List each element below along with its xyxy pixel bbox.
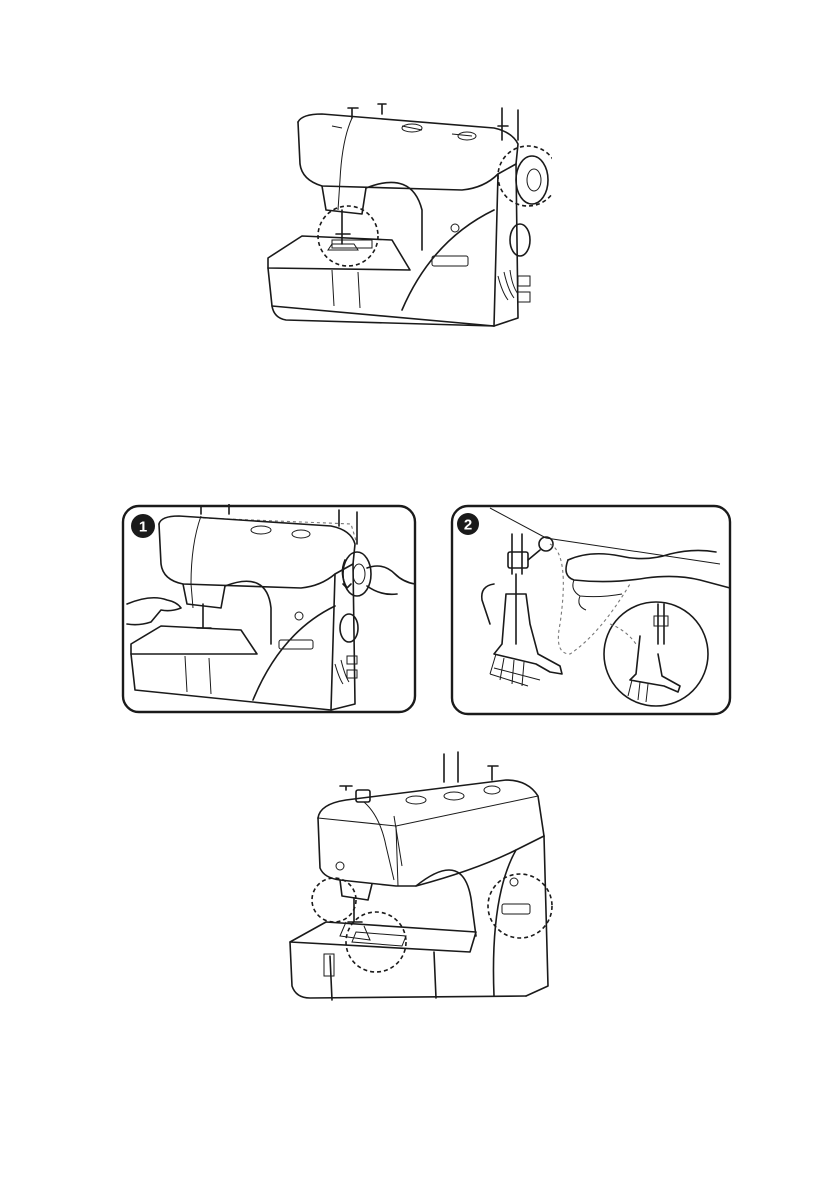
sewing-machine-front-icon bbox=[276, 746, 562, 1022]
step-1-number: 1 bbox=[139, 519, 147, 536]
thread-pull-icon: 2 bbox=[450, 504, 732, 716]
sewing-machine-figure-top bbox=[262, 100, 552, 342]
step-2-panel: 2 bbox=[450, 504, 732, 716]
handwheel-turn-icon: 1 bbox=[121, 504, 417, 714]
sewing-machine-figure-bottom bbox=[276, 746, 562, 1022]
sewing-machine-icon bbox=[262, 100, 552, 342]
step-1-panel: 1 bbox=[121, 504, 417, 714]
step-2-number: 2 bbox=[464, 517, 472, 534]
